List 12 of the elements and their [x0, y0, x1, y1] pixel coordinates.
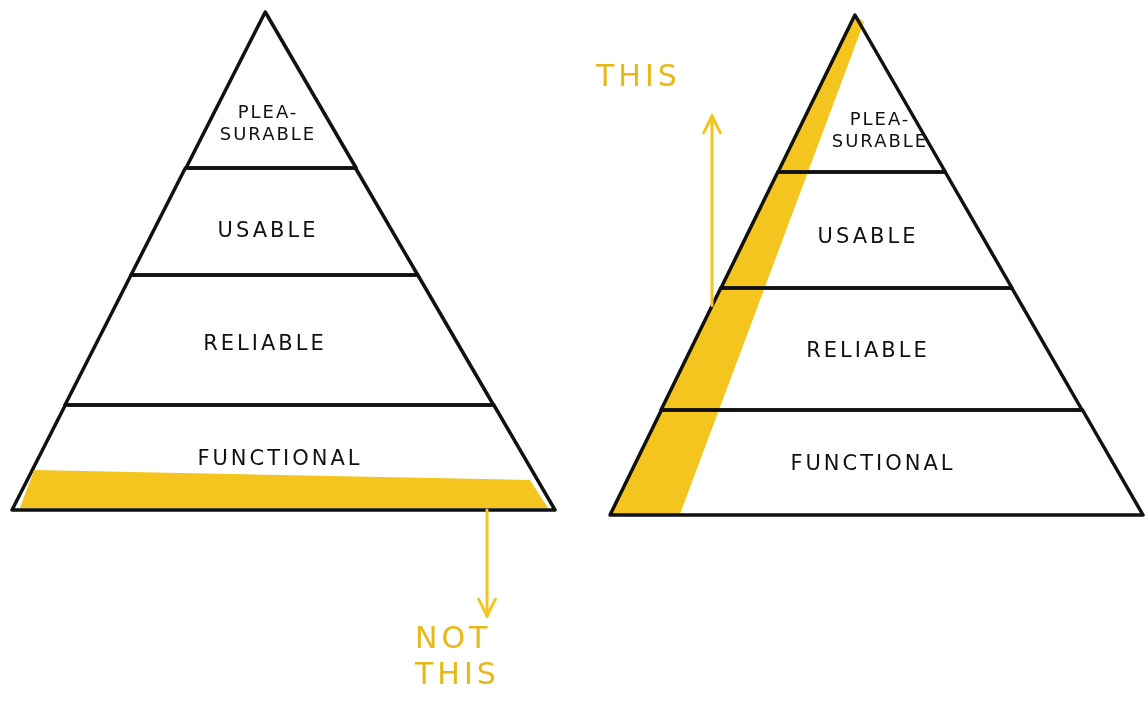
label-text: USABLE	[216, 218, 320, 244]
label-text: PLEA- SURABLE	[218, 101, 318, 145]
label-text: FUNCTIONAL	[789, 451, 957, 477]
arrow	[702, 114, 722, 307]
label-text: RELIABLE	[805, 338, 931, 364]
label-text: FUNCTIONAL	[196, 446, 364, 472]
label-text: USABLE	[816, 224, 920, 250]
arrow	[477, 508, 497, 618]
label-text: RELIABLE	[202, 331, 328, 357]
label-text: THIS	[596, 58, 682, 94]
label-text: NOT THIS	[415, 620, 501, 692]
label-text: PLEA- SURABLE	[830, 108, 930, 152]
